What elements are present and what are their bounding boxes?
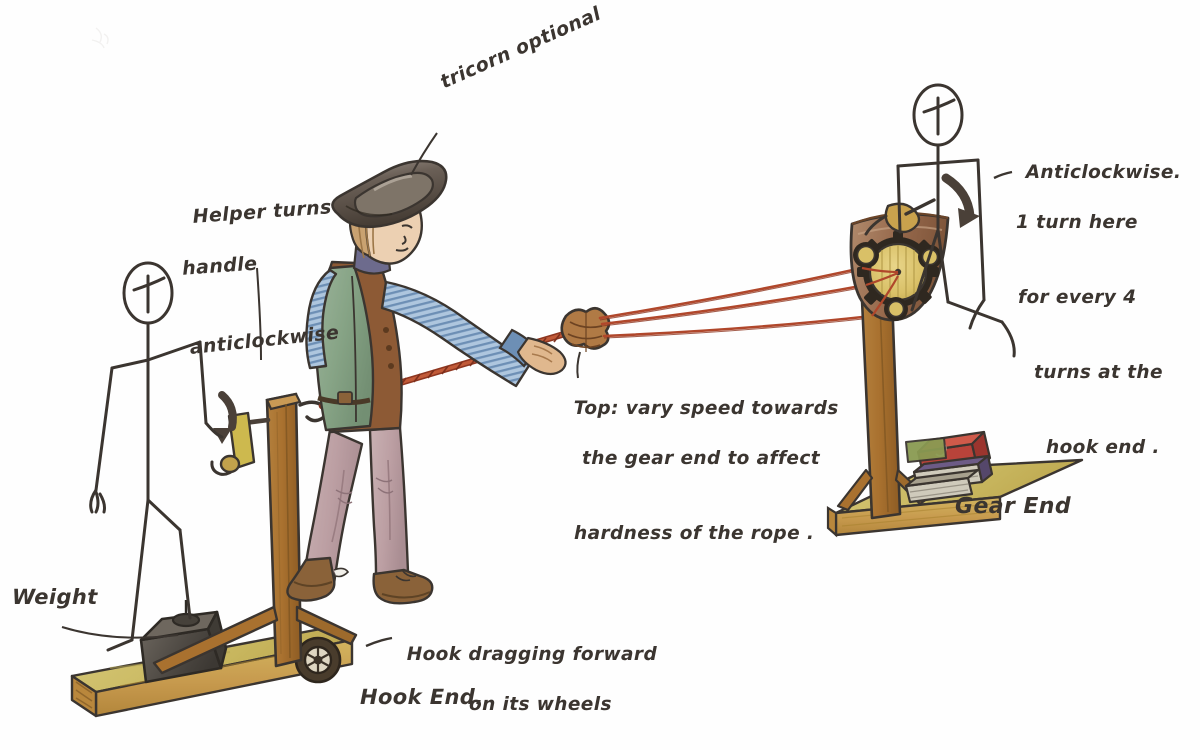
tricorn-hat xyxy=(331,159,448,229)
paper-smudge xyxy=(91,27,109,49)
annotation-top-line1: Top: vary speed towards xyxy=(573,397,839,419)
annotation-gear-ratio: Anticlockwise. 1 turn here for every 4 t… xyxy=(1012,136,1181,486)
annotation-weight: Weight xyxy=(12,585,98,609)
arrow-gear xyxy=(941,173,980,228)
leader-helper xyxy=(256,267,262,361)
annotation-hook-dragging-line1: Hook dragging forward xyxy=(406,643,658,665)
cart-wheel xyxy=(294,636,342,684)
leader-gearnote xyxy=(993,170,1013,180)
gear-crank-handle[interactable] xyxy=(864,198,936,236)
annotation-gear-ratio-line4: turns at the xyxy=(1034,361,1163,383)
annotation-gear-ratio-line1: Anticlockwise. xyxy=(1025,161,1182,183)
rope-strands-shade xyxy=(599,269,873,339)
annotation-top-line3: hardness of the rope . xyxy=(574,522,815,544)
boot-back xyxy=(286,556,350,602)
leader-tricorn xyxy=(410,132,438,176)
crank-handle[interactable] xyxy=(210,411,271,476)
annotation-top-vary-speed: Top: vary speed towards the gear end to … xyxy=(560,372,839,572)
annotation-gear-ratio-line3: for every 4 xyxy=(1018,286,1137,308)
annotation-helper-line2: handle xyxy=(181,252,259,280)
annotation-helper-line3: anticlockwise xyxy=(188,321,341,359)
leader-hookdrag xyxy=(365,636,393,648)
helper-stick-figure xyxy=(89,261,224,652)
top-tool xyxy=(560,306,611,352)
leader-weight xyxy=(61,626,179,639)
annotation-hook-end: Hook End. xyxy=(360,685,484,709)
annotation-helper-turns-handle: Helper turns handle anticlockwise xyxy=(176,169,343,384)
annotation-gear-ratio-line5: hook end . xyxy=(1046,436,1160,458)
gear-end-stick-figure xyxy=(896,83,1016,358)
leader-top xyxy=(576,351,581,379)
annotation-gear-end: Gear End xyxy=(955,494,1071,519)
annotation-hook-dragging: Hook dragging forward on its wheels xyxy=(393,618,657,743)
annotation-helper-line1: Helper turns xyxy=(191,195,333,228)
rope-strands xyxy=(598,266,874,338)
boot-front xyxy=(372,568,434,605)
annotation-top-line2: the gear end to affect xyxy=(582,447,820,469)
pinion-gear xyxy=(884,297,908,321)
ropemaker-figure xyxy=(286,159,567,605)
annotation-hook-dragging-line2: on its wheels xyxy=(469,693,612,715)
annotation-gear-ratio-line2: 1 turn here xyxy=(1016,211,1138,233)
pinion-gear xyxy=(853,242,879,268)
book-stack xyxy=(904,430,994,504)
